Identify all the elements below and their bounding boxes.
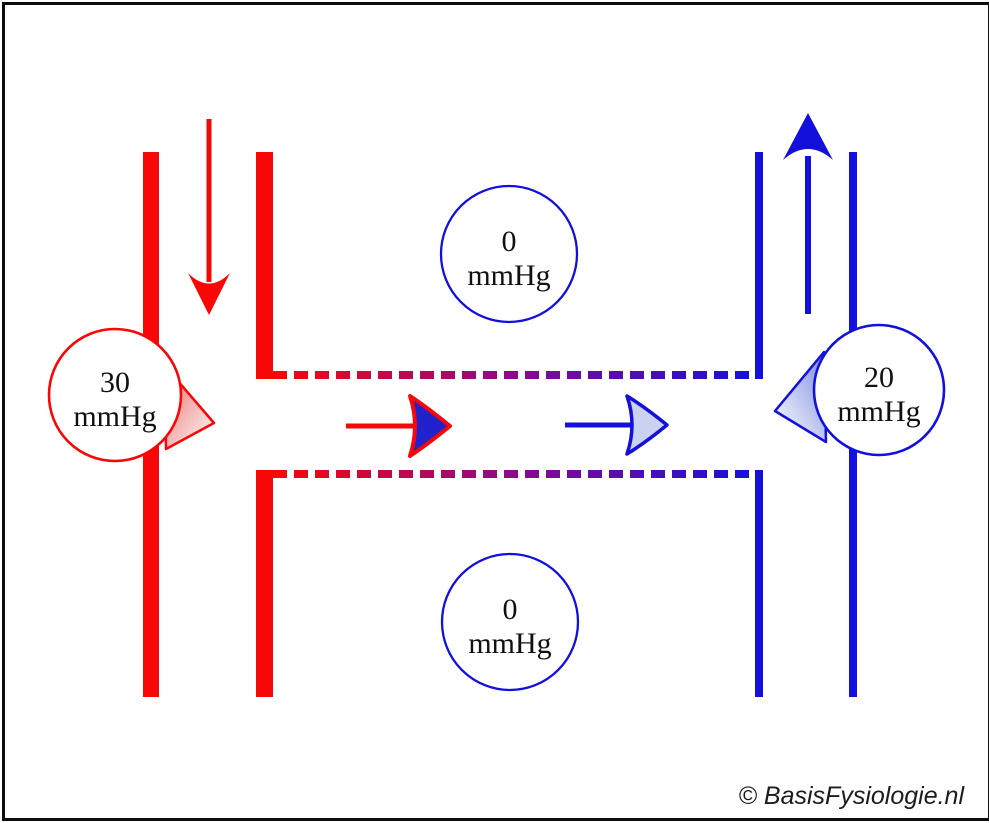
venous-outflow-arrow-icon [783,113,833,314]
arterial-pressure-gauge: 30 mmHg [47,327,183,463]
interstitial-pressure-gauge-top: 0 mmHg [439,184,579,324]
capillary-flow-arrow-venous-icon [565,394,669,456]
venule-left-wall-lower [755,470,763,697]
arterial-inflow-arrow-icon [188,119,230,315]
venous-pressure-value: 20 [864,361,894,394]
interstitial-bottom-value: 0 [503,593,518,626]
interstitial-pressure-gauge-bottom: 0 mmHg [440,552,580,692]
venous-pressure-unit: mmHg [837,395,920,428]
venule-left-wall-upper [755,152,763,379]
arteriole-right-wall-upper [256,152,273,379]
arteriole-right-wall-lower [256,470,273,697]
capillary-flow-arrow-arterial-icon [346,394,452,458]
arterial-pressure-unit: mmHg [73,400,156,433]
interstitial-top-unit: mmHg [467,259,550,292]
interstitial-top-value: 0 [502,225,517,258]
copyright-text: © BasisFysiologie.nl [739,782,966,810]
venous-pressure-gauge: 20 mmHg [812,323,946,457]
arterial-pressure-value: 30 [100,366,130,399]
interstitial-bottom-unit: mmHg [468,627,551,660]
